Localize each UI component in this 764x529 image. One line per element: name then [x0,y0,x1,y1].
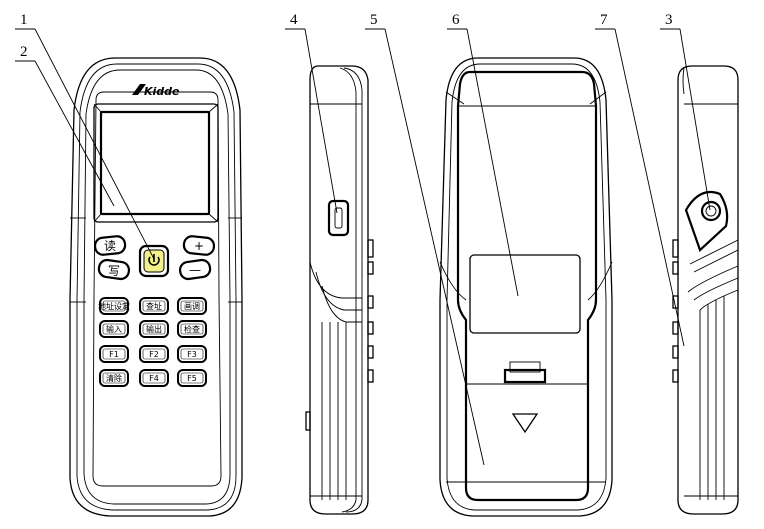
callout-2: 2 [15,44,115,207]
keypad-key-label: 输入 [106,324,122,334]
keypad-key[interactable]: 地址设定 [98,297,130,315]
callouts: 1 2 4 5 6 7 3 [15,12,711,466]
usb-port [327,199,350,237]
svg-text:7: 7 [600,12,608,28]
keypad-key[interactable]: 输出 [139,320,169,338]
keypad-key[interactable]: F2 [139,345,169,363]
keypad-key[interactable]: F1 [99,345,129,363]
side-view-right [672,65,739,515]
power-button[interactable] [138,244,170,278]
side-key [367,261,374,275]
keypad-key[interactable]: F5 [177,369,207,387]
lcd-screen [99,110,211,216]
side-key [305,411,311,431]
side-key [367,295,374,309]
side-button [672,261,679,275]
callout-4: 4 [285,12,338,214]
svg-text:3: 3 [665,12,673,28]
keypad-key-label: 清除 [106,373,122,383]
power-icon [148,254,160,266]
inner-panel [92,91,222,487]
callout-6: 6 [447,12,519,297]
keypad-key-label: 查址 [146,301,162,311]
keypad-key-label: F5 [187,374,197,383]
side-right-outer [677,65,739,515]
write-key[interactable]: 写 [97,258,131,281]
keypad-key[interactable]: 清除 [99,369,129,387]
svg-text:写: 写 [108,264,120,278]
callout-5: 5 [365,12,485,466]
side-key [367,369,374,383]
side-view-left [305,65,374,515]
side-left-outer [309,65,369,515]
svg-text:+: + [194,239,204,253]
keypad-key-label: 地址设定 [98,301,130,311]
callout-1: 1 [15,12,155,260]
keypad-key[interactable]: 画调 [177,297,207,315]
svg-text:—: — [189,263,201,277]
triangle-arrow-icon [511,413,539,434]
battery-cover [456,70,598,502]
front-view: Kidde 读 写 + — [69,57,243,517]
infrared-window [700,200,722,222]
keypad-key[interactable]: F3 [177,345,207,363]
side-button [672,369,679,383]
side-button [672,239,679,258]
svg-text:5: 5 [370,12,378,28]
keypad-key-label: 检查 [184,324,200,334]
svg-text:4: 4 [290,12,298,28]
svg-text:6: 6 [452,12,460,28]
keypad-key[interactable]: 查址 [139,297,169,315]
svg-text:2: 2 [20,44,28,60]
keypad-key-label: 输出 [146,324,162,334]
keypad-key-label: 画调 [184,302,200,311]
keypad-key-label: F3 [187,350,197,359]
logo-text: Kidde [144,85,180,98]
side-key [367,239,374,258]
side-button [672,321,679,335]
keypad-key[interactable]: F4 [139,369,169,387]
battery-latch [503,368,547,384]
callout-7: 7 [595,12,685,347]
svg-text:1: 1 [20,12,28,28]
back-view [439,57,613,517]
keypad-key-label: F1 [109,350,119,359]
callout-3: 3 [660,12,711,211]
read-key[interactable]: 读 [93,235,127,256]
front-outer-body [69,57,243,517]
svg-text:读: 读 [104,239,116,253]
side-button [672,345,679,359]
side-key [367,345,374,359]
screen-bezel [93,103,219,223]
keypad-key-label: F2 [149,350,159,359]
keypad-key-label: F4 [149,374,159,383]
minus-key[interactable]: — [178,258,212,281]
rear-label-area [469,254,581,334]
keypad-key[interactable]: 输入 [99,320,129,338]
side-key [367,321,374,335]
keypad-key[interactable]: 检查 [177,320,207,338]
back-outer-body [439,57,613,517]
kidde-logo: Kidde [132,84,180,98]
plus-key[interactable]: + [182,235,216,256]
